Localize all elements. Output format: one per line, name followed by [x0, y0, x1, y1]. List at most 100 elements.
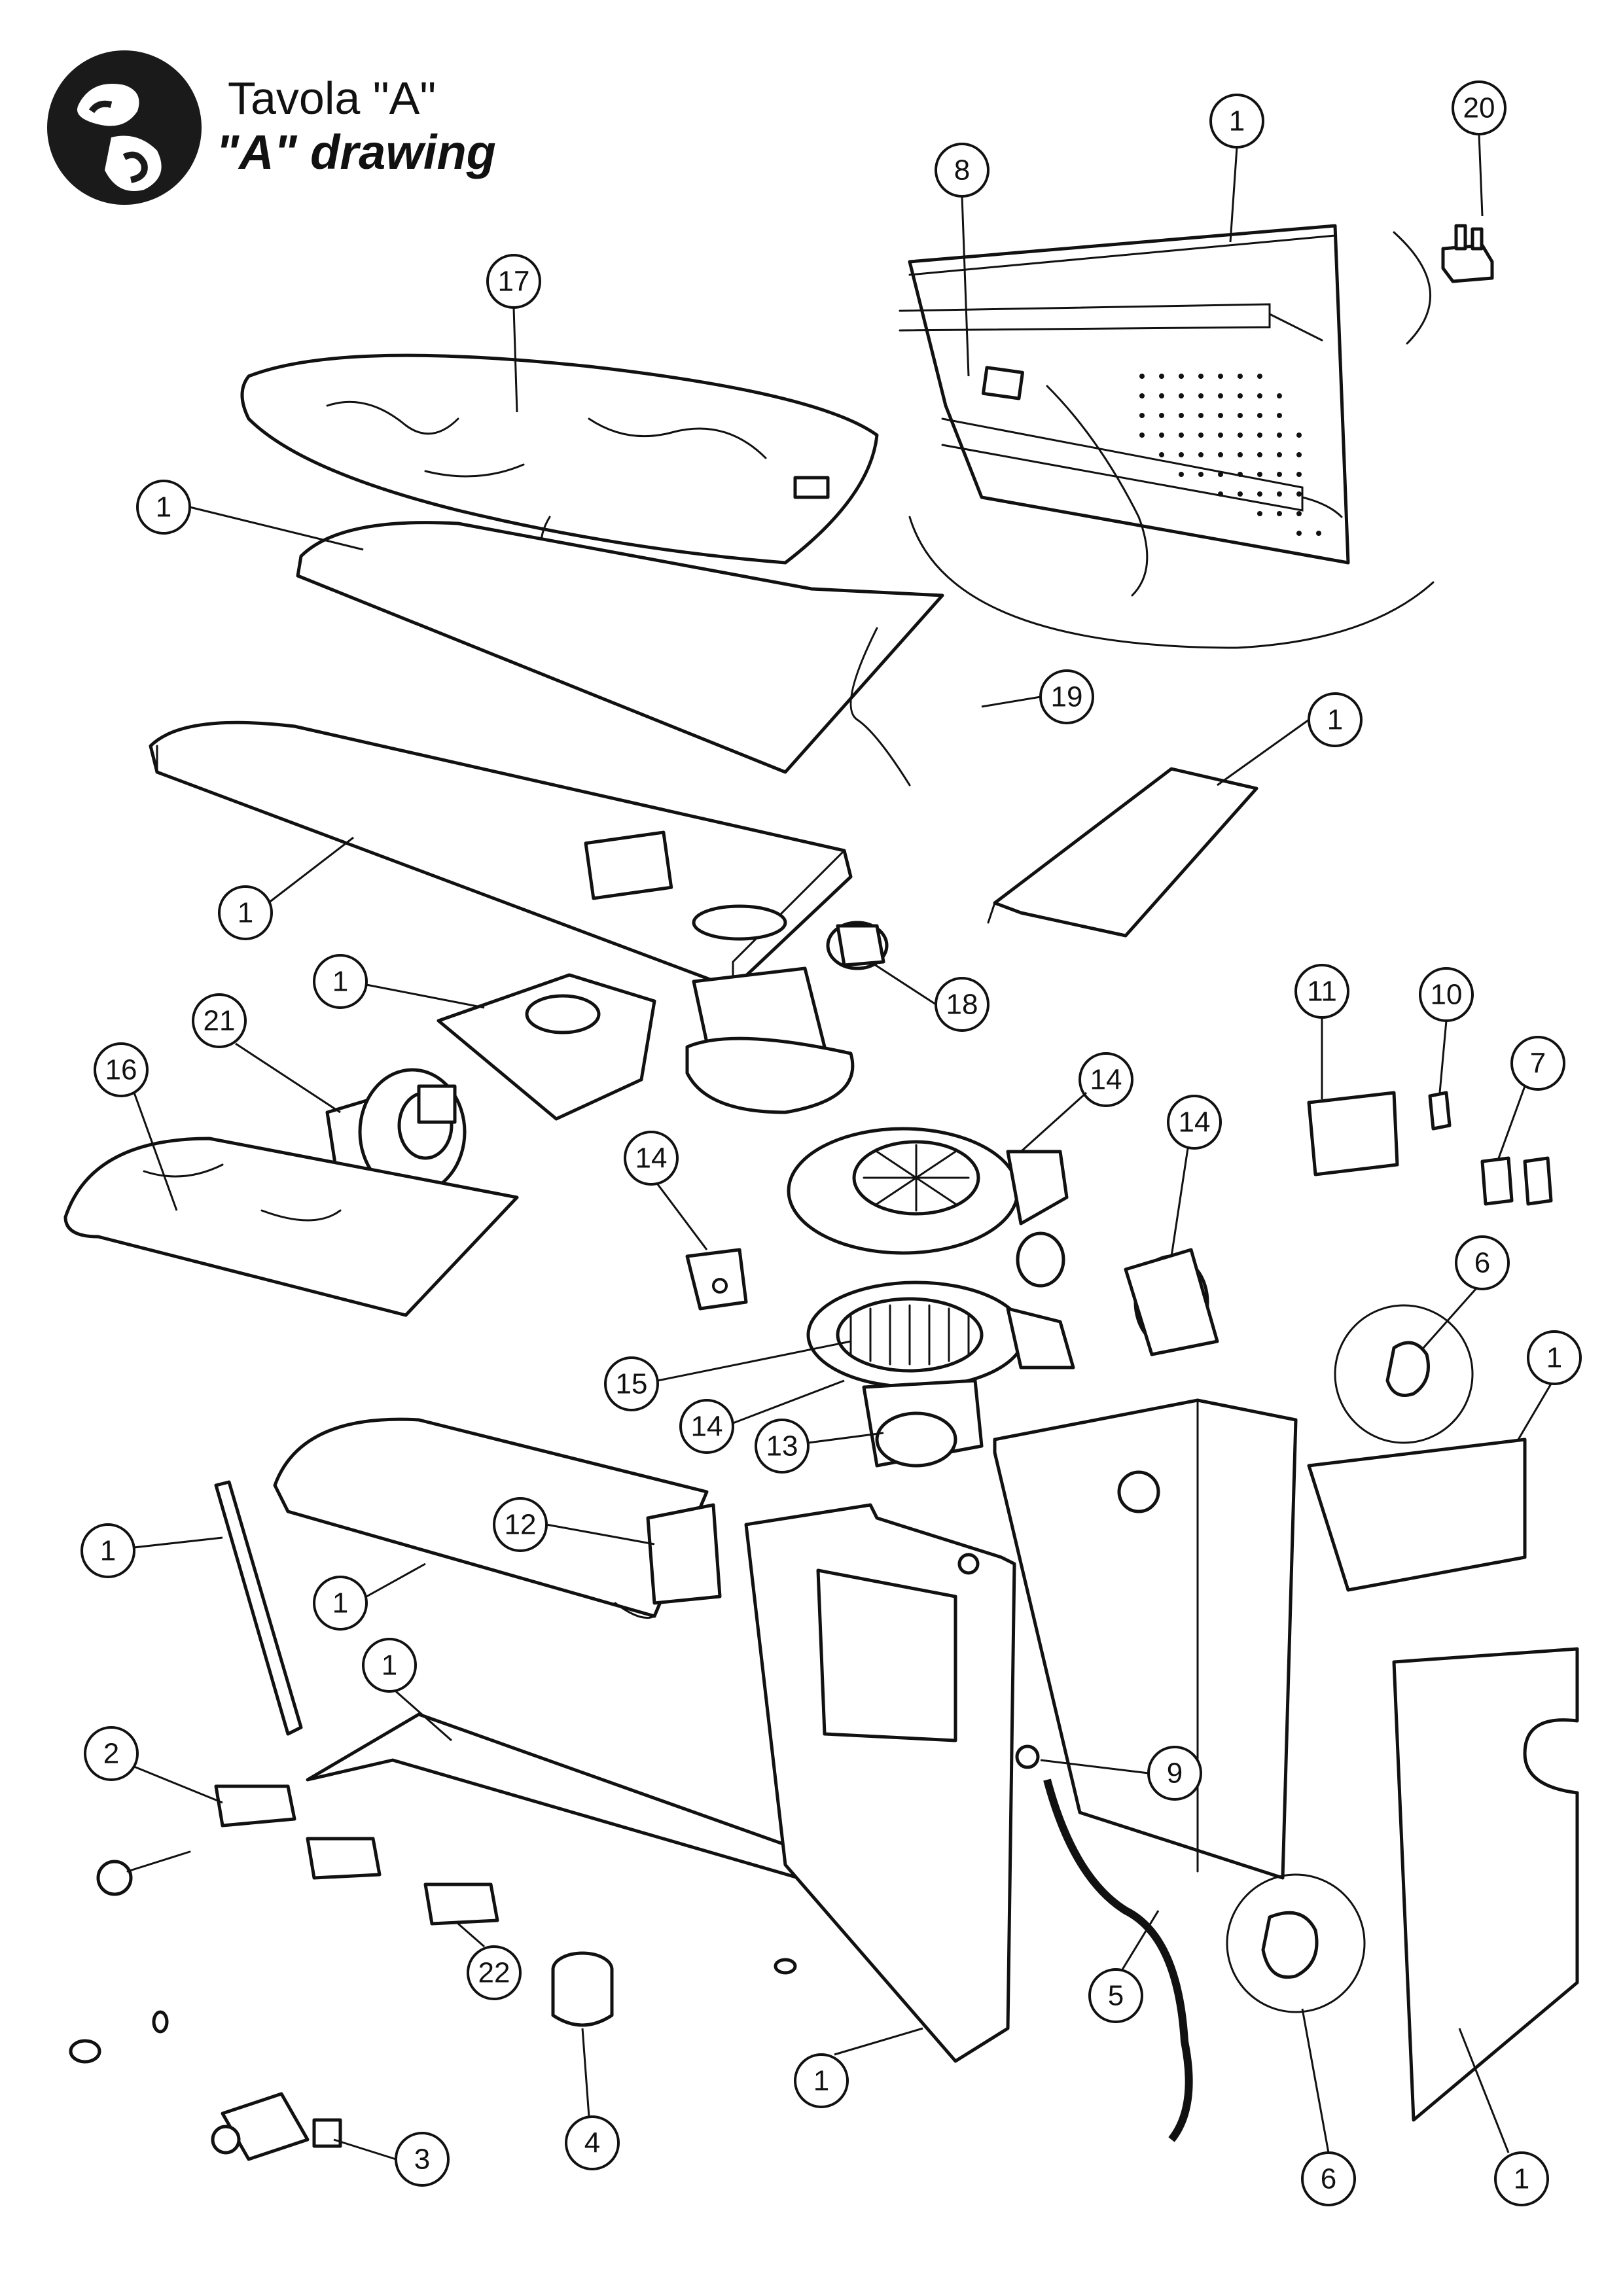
svg-text:1: 1	[382, 1650, 397, 1682]
blower-fan	[806, 1280, 1075, 1389]
svg-text:13: 13	[766, 1430, 798, 1462]
svg-text:1: 1	[1327, 704, 1343, 736]
svg-text:4: 4	[584, 2127, 600, 2159]
callout-6-upper: 6	[1455, 1235, 1510, 1290]
callout-1-bracket-right: 1	[1308, 692, 1363, 747]
board-cover	[240, 353, 879, 576]
callout-6-lower: 6	[1301, 2151, 1356, 2206]
board-pad	[63, 1137, 519, 1317]
svg-text:2: 2	[103, 1738, 119, 1770]
callout-1-base-plate: 1	[362, 1638, 417, 1693]
svg-text:10: 10	[1431, 979, 1463, 1011]
screw	[96, 1850, 191, 1896]
svg-text:14: 14	[1090, 1064, 1122, 1096]
control-panel-frame	[993, 1398, 1298, 1880]
push-switch	[211, 2092, 342, 2161]
callout-14-top: 14	[1079, 1052, 1133, 1107]
callout-12: 12	[493, 1497, 548, 1552]
filter-cylinder	[1016, 1231, 1219, 1356]
callout-9: 9	[1147, 1746, 1202, 1801]
callout-18: 18	[935, 977, 990, 1032]
duct-ring	[826, 921, 889, 970]
callout-1-strut: 1	[80, 1523, 135, 1578]
callout-4: 4	[565, 2115, 620, 2170]
callout-10: 10	[1419, 967, 1474, 1022]
svg-text:1: 1	[1546, 1342, 1562, 1374]
board-frame	[149, 720, 853, 990]
callout-1-side-upper: 1	[1527, 1330, 1582, 1385]
callout-21: 21	[192, 993, 247, 1048]
svg-text:8: 8	[954, 154, 970, 186]
svg-text:21: 21	[204, 1005, 236, 1037]
connectors-7	[1480, 1156, 1553, 1206]
small-brackets	[214, 1784, 499, 1926]
callout-1-top-panel: 1	[1209, 94, 1264, 149]
leader-lines	[133, 133, 1552, 2161]
svg-text:1: 1	[1514, 2163, 1529, 2195]
svg-text:1: 1	[100, 1535, 116, 1567]
callout-22: 22	[467, 1945, 522, 2000]
side-panel-upper	[1307, 1438, 1527, 1592]
base-plate	[306, 1712, 807, 1880]
callout-14-clip: 14	[624, 1131, 679, 1186]
svg-text:1: 1	[1229, 105, 1245, 137]
callout-3: 3	[395, 2132, 450, 2187]
svg-text:20: 20	[1463, 92, 1495, 124]
svg-text:1: 1	[156, 491, 171, 523]
tube-frame	[273, 1417, 709, 1619]
callout-1-side-large: 1	[1494, 2151, 1549, 2206]
callout-2: 2	[84, 1726, 139, 1781]
svg-text:14: 14	[635, 1142, 668, 1174]
side-panel-large	[1392, 1647, 1579, 2122]
svg-text:5: 5	[1108, 1980, 1124, 2012]
callout-15: 15	[604, 1356, 659, 1411]
svg-text:3: 3	[414, 2144, 430, 2176]
callout-14-filter: 14	[1167, 1095, 1222, 1150]
svg-text:11: 11	[1307, 976, 1337, 1008]
svg-text:9: 9	[1167, 1757, 1183, 1790]
drive-motor	[862, 1379, 984, 1468]
mounting-bracket-right	[987, 767, 1258, 938]
perforation-dots	[1139, 374, 1321, 536]
callout-7: 7	[1510, 1036, 1565, 1091]
callout-11: 11	[1294, 964, 1349, 1019]
column-base	[685, 966, 855, 1114]
svg-text:14: 14	[691, 1411, 723, 1443]
terminal-block	[1441, 224, 1494, 283]
top-cover-panel-detail	[899, 224, 1435, 649]
circuit-board	[1307, 1091, 1399, 1176]
callout-1-front-panel: 1	[794, 2053, 849, 2108]
detail-bubble-6-lower	[1226, 1873, 1366, 2013]
bracket-plate	[437, 973, 656, 1121]
svg-text:1: 1	[813, 2065, 829, 2097]
svg-text:15: 15	[616, 1368, 648, 1400]
svg-text:14: 14	[1179, 1106, 1211, 1139]
svg-text:17: 17	[498, 266, 530, 298]
page-title: Tavola "A"	[228, 73, 437, 124]
svg-text:22: 22	[478, 1957, 510, 1989]
rubber-foot	[551, 1951, 797, 2027]
callout-1-bracket-plate: 1	[313, 954, 368, 1009]
board-plate	[296, 521, 944, 786]
connector-10	[1428, 1091, 1452, 1131]
callout-16: 16	[94, 1042, 149, 1097]
detail-bubble-6-upper	[1334, 1304, 1474, 1444]
callout-1-tube-frame: 1	[313, 1576, 368, 1631]
bg-logo	[47, 50, 202, 205]
spring-clip	[685, 1248, 748, 1311]
svg-text:1: 1	[238, 897, 253, 929]
callout-20: 20	[1452, 80, 1507, 135]
callout-13: 13	[755, 1419, 810, 1474]
svg-text:16: 16	[105, 1054, 137, 1086]
front-panel	[744, 1503, 1016, 2063]
svg-text:1: 1	[332, 966, 348, 998]
callout-17: 17	[486, 254, 541, 309]
page-subtitle: "A" drawing	[216, 125, 496, 179]
small-plate	[646, 1503, 722, 1605]
svg-text:12: 12	[505, 1509, 537, 1541]
power-cable	[1015, 1744, 1193, 2142]
svg-text:7: 7	[1530, 1048, 1546, 1080]
callout-5: 5	[1088, 1968, 1143, 2023]
callout-1-board-frame: 1	[218, 885, 273, 940]
callout-19: 19	[1039, 669, 1094, 724]
